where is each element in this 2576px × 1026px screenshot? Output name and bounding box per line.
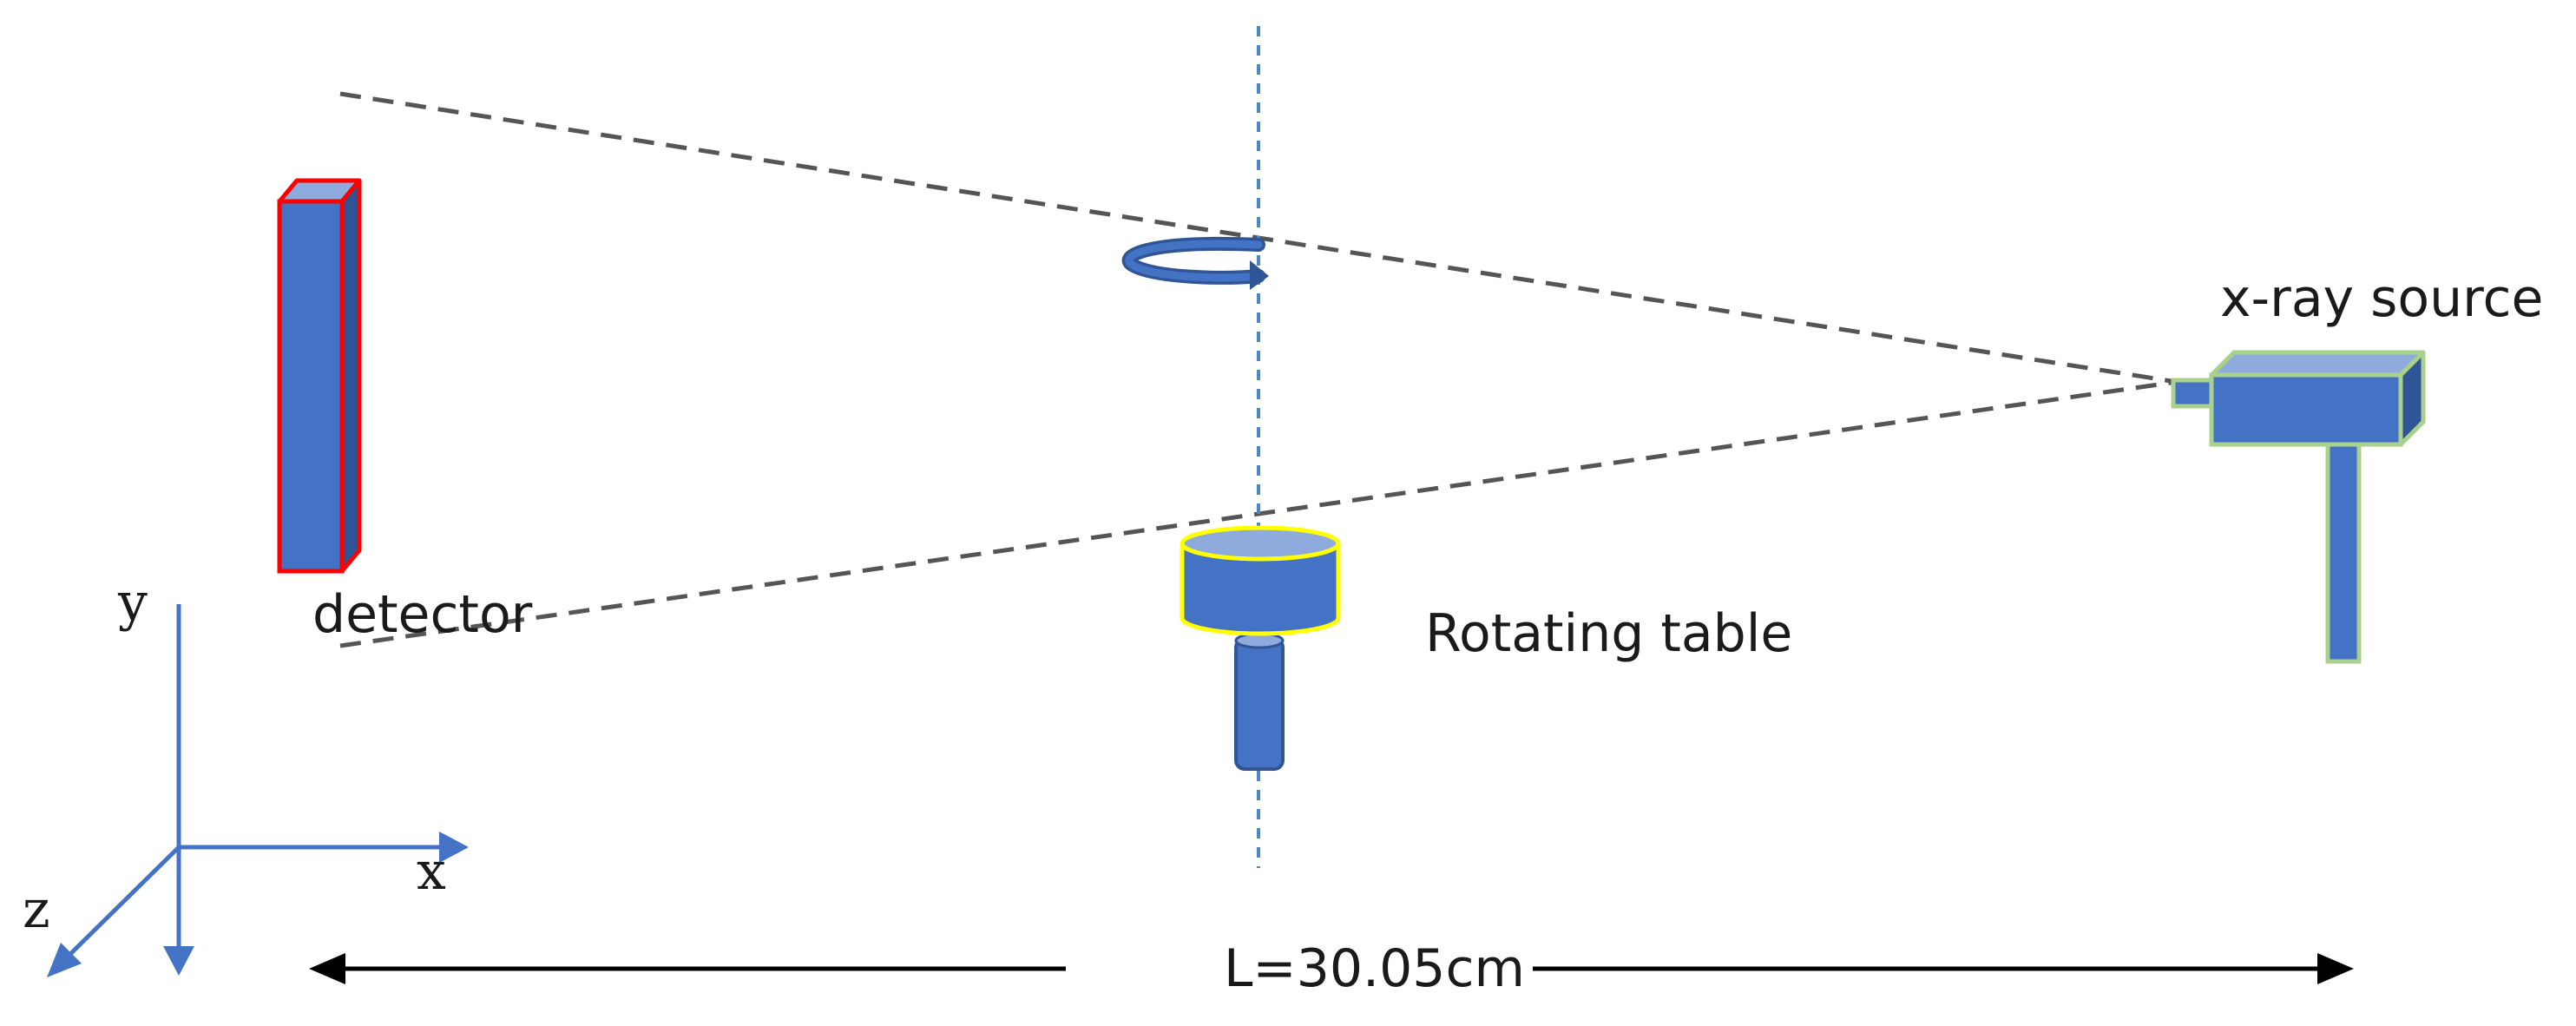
detector (277, 178, 362, 574)
detector-front-face (277, 199, 345, 574)
dimension-arrowhead-left (309, 953, 345, 984)
dimension-arrowhead-right (2317, 953, 2354, 984)
distance-dimension (309, 953, 2354, 984)
table-stem (1234, 637, 1285, 771)
down-axis-arrowhead (163, 946, 194, 976)
detector-label: detector (312, 584, 533, 645)
source-top-face (2209, 350, 2426, 378)
source-body (2209, 372, 2403, 447)
detector-side-face (339, 178, 362, 574)
xray-source (2171, 350, 2426, 664)
table-disk (1180, 543, 1341, 636)
z-axis-arrowhead (47, 943, 82, 977)
source-nozzle (2171, 378, 2214, 409)
rotation-arrow-icon (1121, 236, 1269, 290)
table-disk-top (1180, 525, 1341, 562)
distance-label: L=30.05cm (1224, 938, 1525, 999)
z-axis-line (64, 845, 181, 960)
coordinate-axes (47, 604, 469, 977)
rotating-table (1180, 525, 1341, 771)
rotating-table-label: Rotating table (1425, 603, 1792, 664)
source-stand (2325, 440, 2362, 664)
x-axis-label: x (417, 841, 446, 902)
y-axis-label: y (117, 572, 148, 633)
z-axis-label: z (23, 879, 50, 940)
x-axis-arrowhead (439, 832, 469, 863)
xray-source-label: x-ray source (2220, 268, 2543, 329)
